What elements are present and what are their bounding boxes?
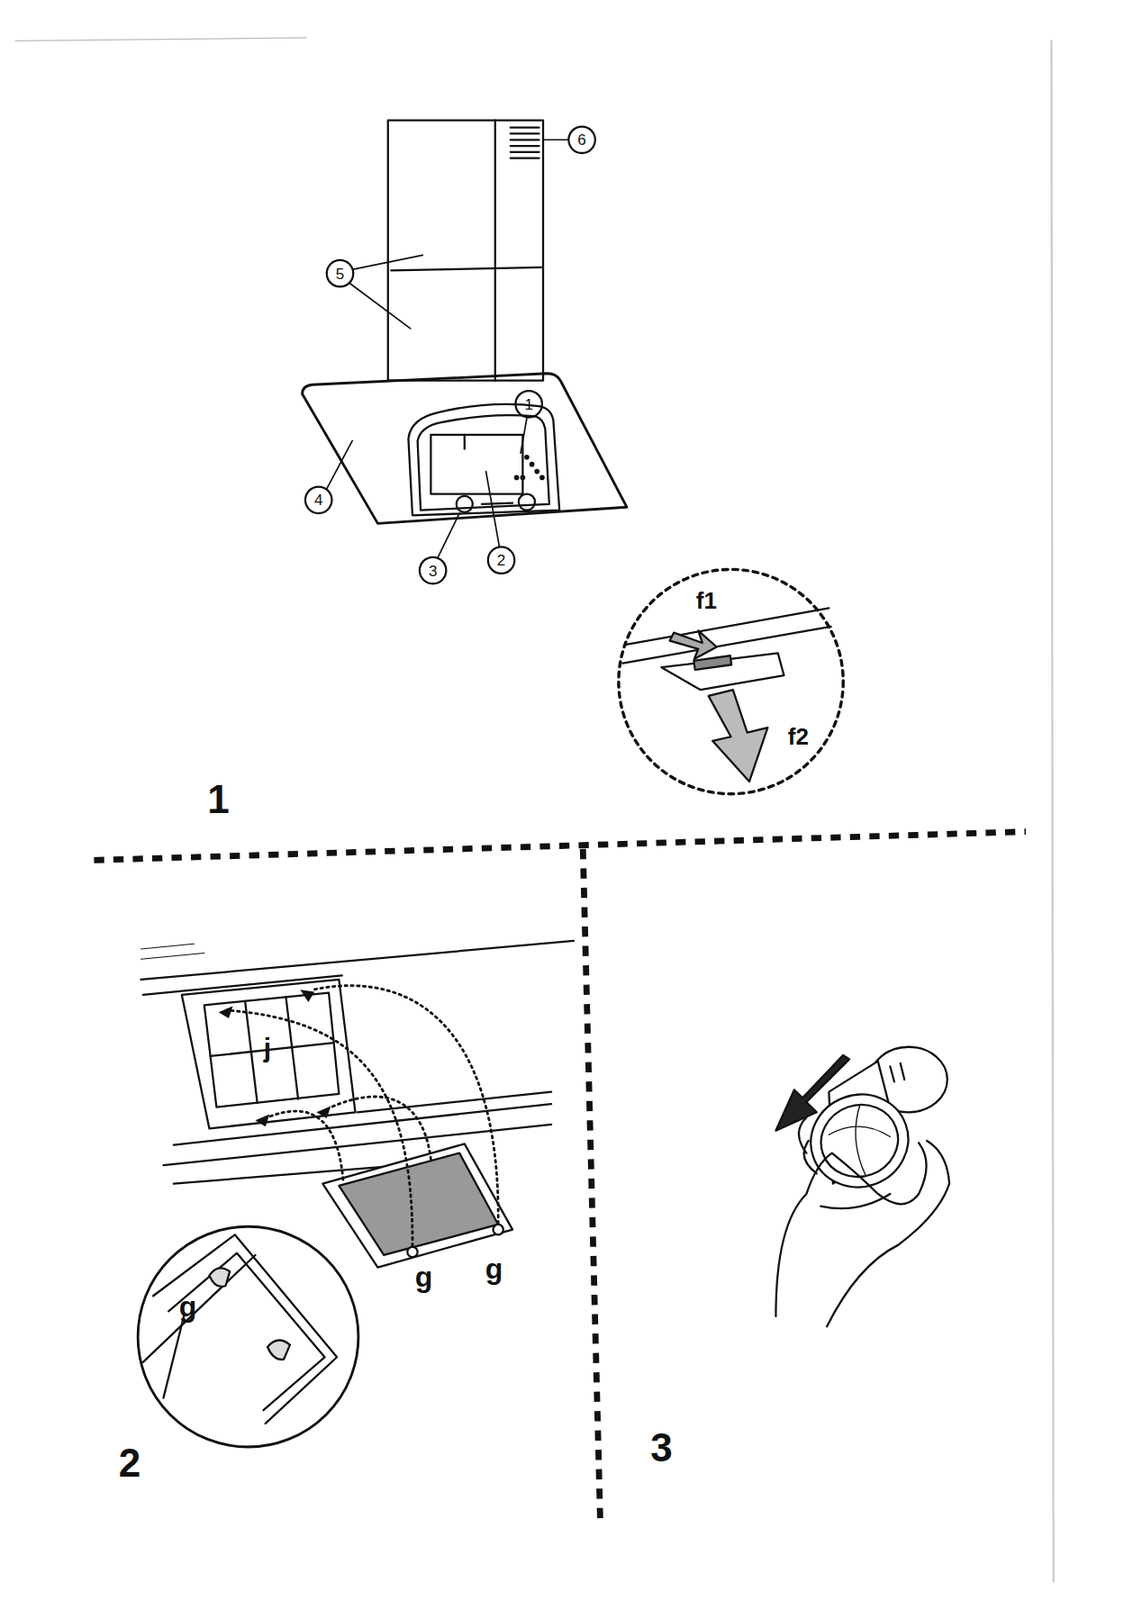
callout-number: 1: [524, 396, 533, 412]
part-letter: g: [485, 1254, 504, 1284]
callout-number: 4: [314, 492, 323, 508]
part-letter: j: [263, 1034, 272, 1062]
callout-number: 3: [428, 562, 437, 579]
figure-number: 1: [207, 779, 229, 820]
callout-number: 6: [577, 132, 586, 148]
figure-number: 3: [650, 1428, 672, 1469]
part-letter: g: [179, 1292, 198, 1322]
callout-number: 2: [497, 552, 506, 569]
figure-number: 2: [118, 1443, 141, 1484]
part-letter: g: [415, 1262, 434, 1292]
callout-number: 5: [335, 265, 345, 281]
arrow-label: f2: [788, 725, 809, 749]
arrow-label: f1: [696, 589, 717, 613]
